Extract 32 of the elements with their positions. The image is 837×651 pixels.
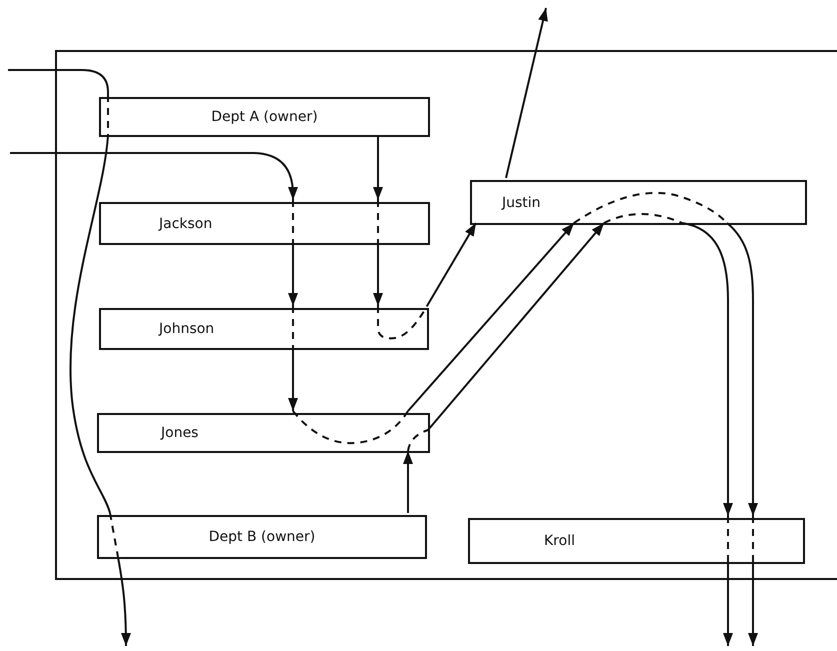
arrow (373, 135, 383, 200)
arrow (748, 562, 758, 646)
arrow (505, 8, 548, 178)
box-label: Jones (161, 425, 198, 441)
box-label: Justin (502, 194, 541, 210)
arrow (288, 243, 298, 306)
connector-line (70, 134, 111, 514)
process-box (470, 180, 807, 225)
process-box (468, 518, 805, 564)
arrow (723, 562, 733, 646)
arrow (682, 222, 733, 516)
box-label: Kroll (544, 533, 575, 549)
process-box (99, 308, 429, 350)
process-box (99, 97, 430, 137)
arrow (373, 243, 383, 306)
process-box (97, 515, 427, 559)
box-label: Dept B (owner) (208, 529, 316, 545)
connector-line (8, 69, 109, 95)
process-box (99, 202, 430, 245)
arrow (288, 348, 298, 411)
box-label: Jackson (159, 216, 212, 232)
box-label: Johnson (159, 321, 214, 337)
boundary-frame (55, 50, 837, 580)
arrow (427, 222, 605, 431)
arrow (426, 222, 477, 306)
arrow (117, 556, 131, 646)
arrow (407, 222, 575, 412)
process-box (97, 413, 430, 453)
arrow (726, 222, 758, 516)
box-label: Dept A (owner) (211, 109, 318, 125)
arrow (403, 451, 413, 513)
arrow (10, 152, 298, 200)
